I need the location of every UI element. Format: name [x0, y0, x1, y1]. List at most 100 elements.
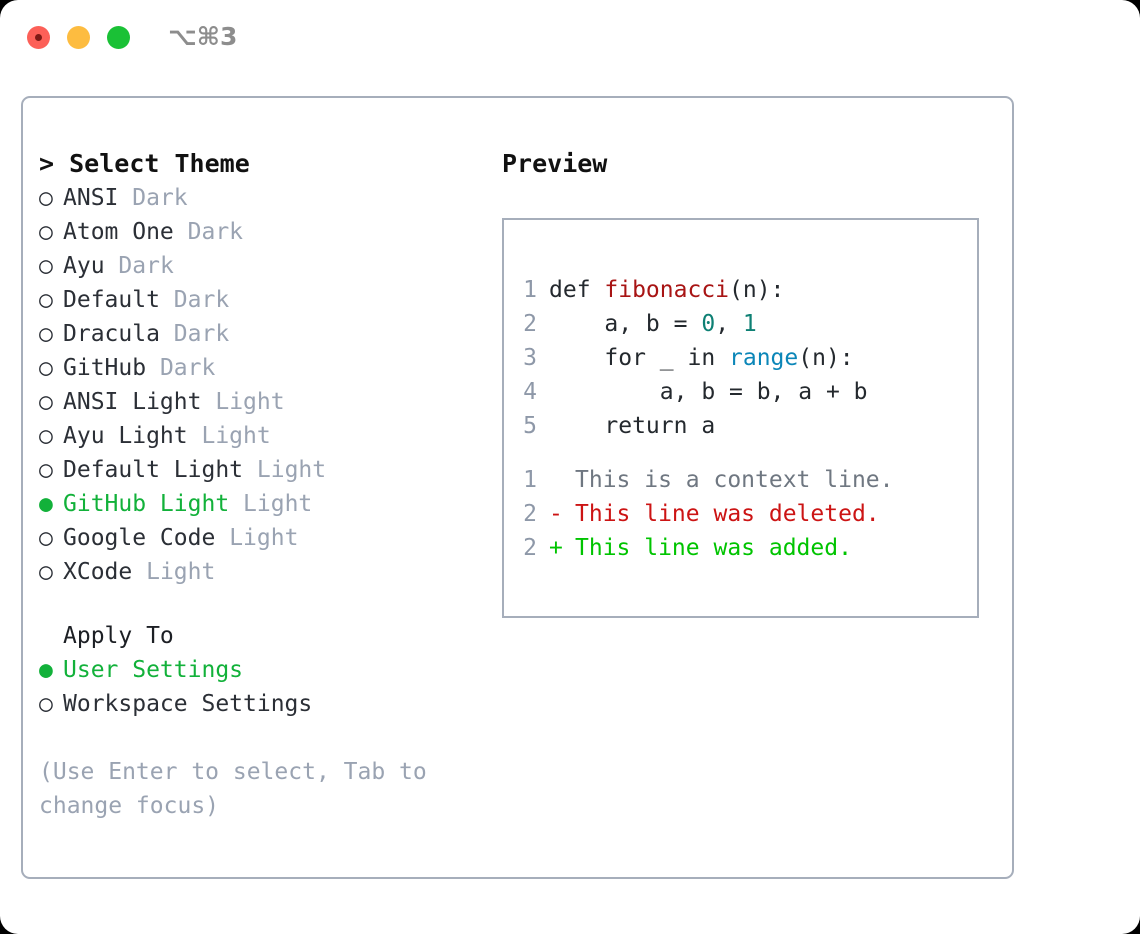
- theme-option-ayu-dark[interactable]: ○ Ayu Dark: [39, 249, 499, 283]
- code-line: 2 a, b = 0, 1: [523, 307, 868, 341]
- theme-option-dracula-dark[interactable]: ○ Dracula Dark: [39, 317, 499, 351]
- traffic-lights: [27, 26, 130, 49]
- apply-to-user-settings[interactable]: ●User Settings: [39, 653, 499, 687]
- radio-unselected-icon: ○: [39, 691, 53, 717]
- radio-unselected-icon: ○: [39, 287, 53, 313]
- diff-sample: 1 This is a context line. 2-This line wa…: [523, 463, 894, 565]
- title-bar: ⌥⌘3: [0, 0, 1140, 78]
- theme-option-github-light[interactable]: ● GitHub Light Light: [39, 487, 499, 521]
- theme-option-ansi-light[interactable]: ○ ANSI Light Light: [39, 385, 499, 419]
- apply-to-workspace-settings[interactable]: ○ Workspace Settings: [39, 687, 499, 721]
- radio-unselected-icon: ○: [39, 355, 53, 381]
- apply-to-label: Apply To: [63, 623, 174, 649]
- radio-unselected-icon: ○: [39, 185, 53, 211]
- theme-option-tag: Light: [229, 525, 299, 551]
- section-spacer: [39, 589, 499, 619]
- theme-option-tag: Light: [256, 457, 327, 483]
- theme-option-tag: Dark: [173, 321, 230, 347]
- theme-option-ayu-light[interactable]: ○Ayu Light Light: [39, 419, 499, 453]
- line-number: 4: [523, 379, 537, 405]
- code-line: 5 return a: [523, 409, 868, 443]
- theme-option-google-code[interactable]: ○ Google Code Light: [39, 521, 499, 555]
- radio-unselected-icon: ○: [39, 321, 53, 347]
- line-number: 2: [523, 535, 537, 561]
- theme-option-label: Ayu Light: [63, 423, 188, 449]
- theme-option-tag: Light: [201, 423, 271, 449]
- code-line: 1 def fibonacci(n):: [523, 273, 868, 307]
- theme-option-default-dark[interactable]: ○ Default Dark: [39, 283, 499, 317]
- diff-sign: -: [549, 501, 563, 527]
- radio-unselected-icon: ○: [39, 389, 53, 415]
- theme-option-tag: Light: [215, 389, 285, 415]
- code-token: for _ in: [549, 345, 730, 371]
- line-number: 1: [523, 277, 537, 303]
- line-number: 1: [523, 467, 537, 493]
- main-panel: > Select Theme ○ ANSI Dark ○ Atom One Dark…: [21, 96, 1014, 879]
- code-token: 0: [701, 311, 716, 337]
- theme-option-default-light[interactable]: ○Default Light Light: [39, 453, 499, 487]
- theme-option-atom-one-dark[interactable]: ○ Atom One Dark: [39, 215, 499, 249]
- page-title: Select Theme: [69, 149, 250, 178]
- theme-option-label: Dracula: [63, 321, 160, 347]
- diff-sign: +: [549, 535, 563, 561]
- radio-unselected-icon: ○: [39, 525, 53, 551]
- theme-option-tag: Dark: [187, 219, 244, 245]
- code-token: (n):: [729, 277, 785, 303]
- keyboard-shortcut-label: ⌥⌘3: [168, 22, 238, 51]
- line-number: 3: [523, 345, 537, 371]
- code-token: a, b = b, a + b: [549, 379, 868, 405]
- select-theme-heading: > Select Theme: [39, 147, 499, 181]
- theme-option-label: ANSI: [63, 185, 119, 211]
- apply-to-option-label: Workspace Settings: [63, 691, 313, 717]
- radio-unselected-icon: ○: [39, 253, 53, 279]
- code-token: def: [549, 277, 605, 303]
- theme-option-tag: Light: [243, 491, 313, 517]
- theme-option-label: ANSI Light: [63, 389, 202, 415]
- minimize-window-icon[interactable]: [67, 26, 90, 49]
- prompt-marker: >: [39, 149, 55, 178]
- code-token: 1: [742, 311, 757, 337]
- theme-option-label: GitHub: [63, 355, 147, 381]
- theme-option-tag: Dark: [173, 287, 230, 313]
- diff-sign: [549, 463, 575, 497]
- theme-option-ansi-dark[interactable]: ○ ANSI Dark: [39, 181, 499, 215]
- keyboard-hint-text: (Use Enter to select, Tab to change focu…: [39, 759, 427, 819]
- theme-option-label: GitHub Light: [63, 491, 230, 517]
- theme-option-tag: Dark: [159, 355, 216, 381]
- code-token: (n):: [798, 345, 854, 371]
- line-number: 2: [523, 311, 537, 337]
- code-line: 3 for _ in range(n):: [523, 341, 868, 375]
- hint-spacer: [39, 721, 499, 755]
- apply-to-option-label: User Settings: [63, 657, 244, 683]
- theme-option-github-dark[interactable]: ○ GitHub Dark: [39, 351, 499, 385]
- radio-selected-icon: ●: [39, 491, 53, 517]
- zoom-window-icon[interactable]: [107, 26, 130, 49]
- radio-unselected-icon: ○: [39, 219, 53, 245]
- theme-option-xcode[interactable]: ○XCode Light: [39, 555, 499, 589]
- radio-unselected-icon: ○: [39, 457, 53, 483]
- code-token: range: [729, 345, 799, 371]
- code-token: fibonacci: [604, 277, 730, 303]
- diff-text: This is a context line.: [575, 467, 894, 493]
- line-number: 5: [523, 413, 537, 439]
- line-number: 2: [523, 501, 537, 527]
- diff-line-deleted: 2-This line was deleted.: [523, 497, 894, 531]
- diff-line-added: 2+This line was added.: [523, 531, 894, 565]
- theme-option-label: Atom One: [63, 219, 174, 245]
- close-window-icon[interactable]: [27, 26, 50, 49]
- theme-option-label: Default: [63, 287, 160, 313]
- preview-heading: Preview: [502, 149, 608, 178]
- theme-option-label: XCode: [63, 559, 133, 585]
- theme-option-label: Google Code: [63, 525, 216, 551]
- theme-selector-column: > Select Theme ○ ANSI Dark ○ Atom One Dark…: [39, 147, 499, 823]
- code-line: 4 a, b = b, a + b: [523, 375, 868, 409]
- radio-unselected-icon: ○: [39, 559, 53, 585]
- diff-line-context: 1 This is a context line.: [523, 463, 894, 497]
- theme-option-label: Ayu: [63, 253, 105, 279]
- theme-option-tag: Dark: [118, 253, 174, 279]
- theme-option-tag: Dark: [132, 185, 188, 211]
